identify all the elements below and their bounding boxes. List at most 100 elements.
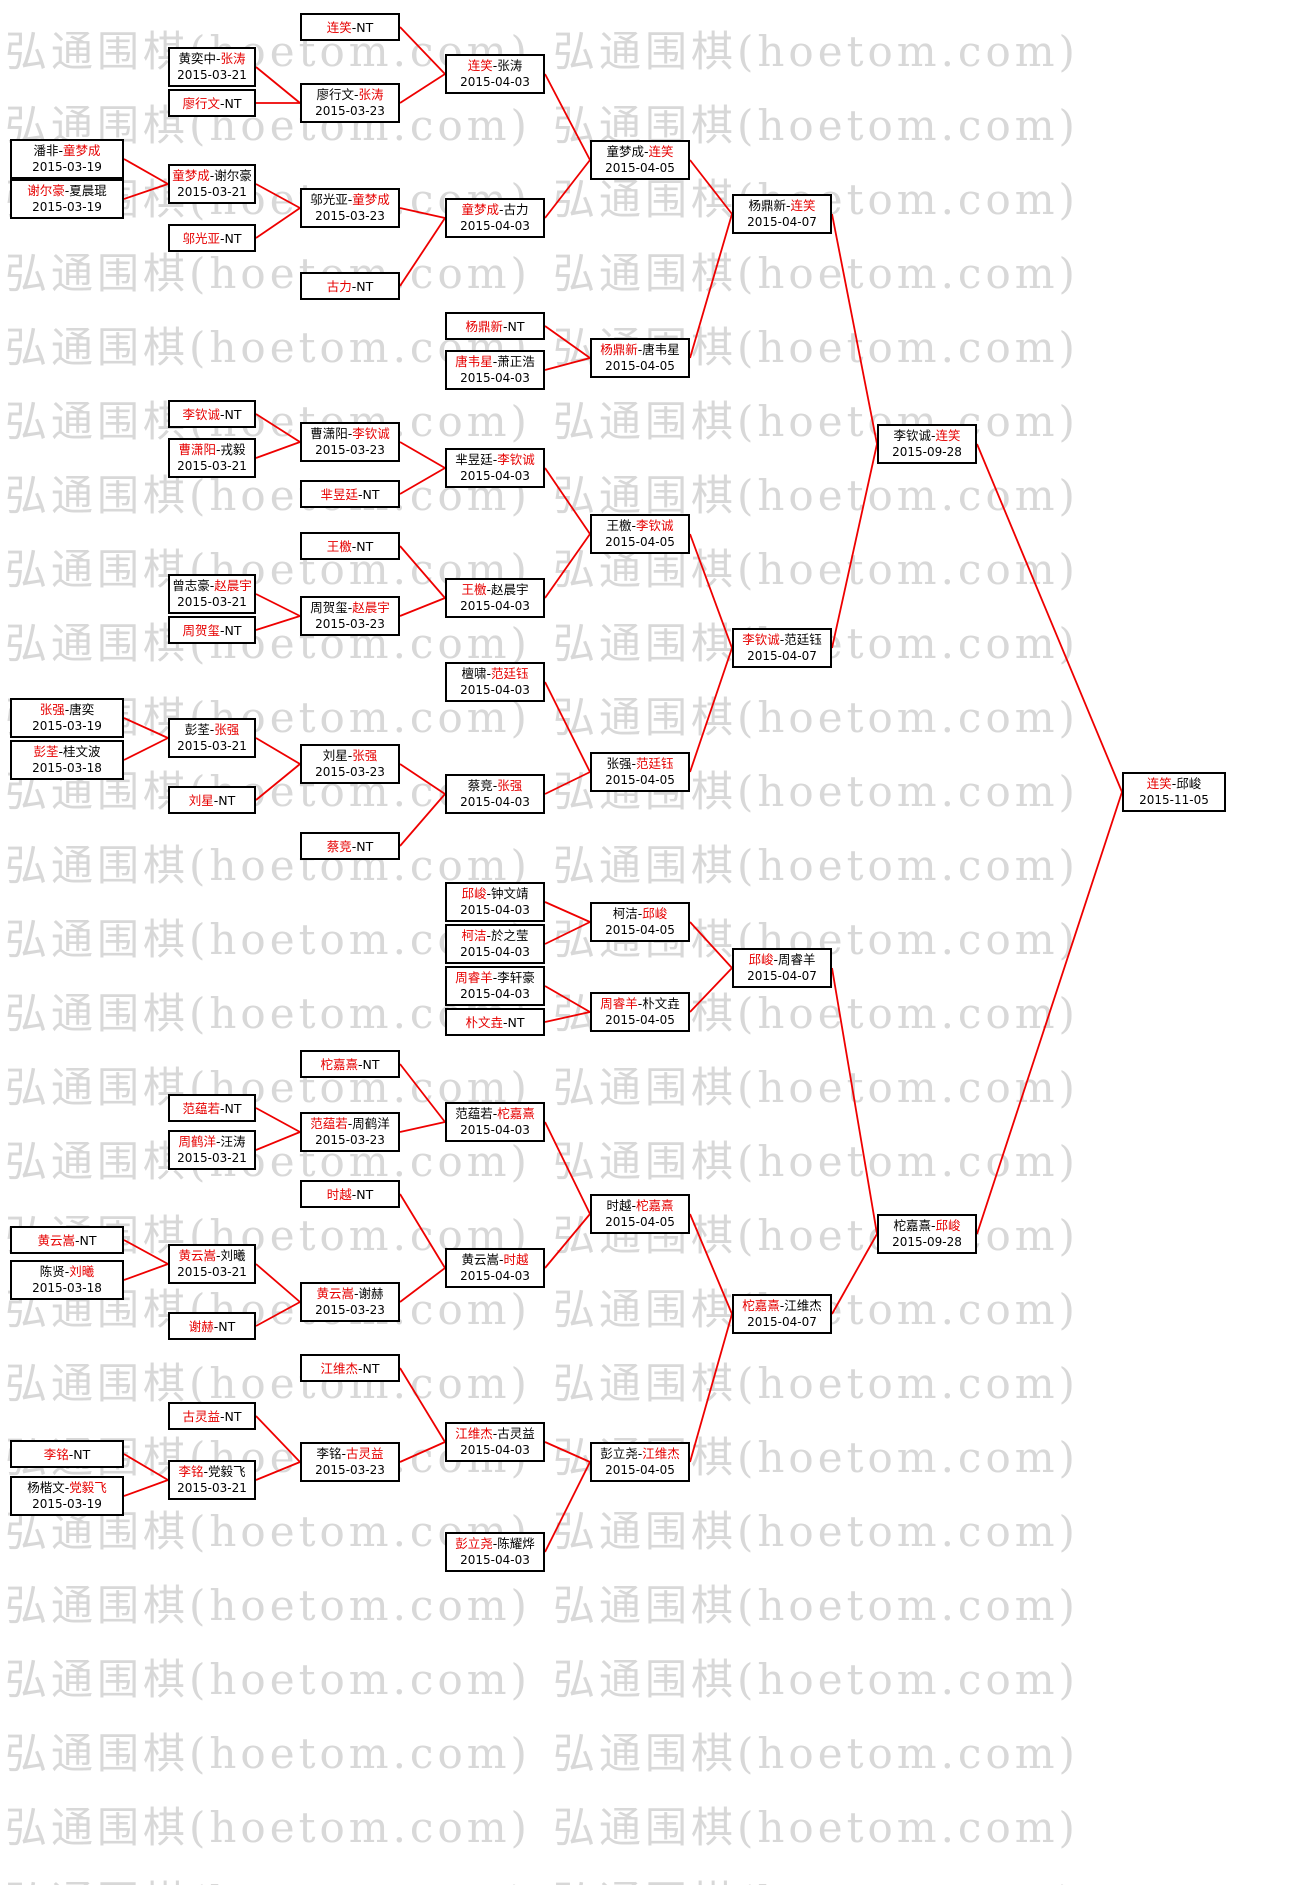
bracket-connector xyxy=(544,1441,591,1463)
match-players: 蔡竞-NT xyxy=(326,838,374,854)
bracket-connector xyxy=(831,1233,878,1315)
player-name: 李钦诚 xyxy=(893,428,931,443)
bye-label: NT xyxy=(224,622,242,638)
player-name: 刘曦 xyxy=(69,1264,95,1279)
player-name: 汪涛 xyxy=(220,1134,246,1149)
player-name: 江维杰 xyxy=(455,1426,493,1441)
bracket-connector xyxy=(689,159,733,215)
player-name: 李钦诚 xyxy=(636,518,674,533)
match-players: 杨鼎新-NT xyxy=(465,318,525,334)
bracket-connector xyxy=(255,615,301,631)
match-box: 李钦诚-NT xyxy=(168,400,256,428)
bracket-connector xyxy=(255,1301,301,1327)
player-name: 江维杰 xyxy=(642,1446,680,1461)
match-box: 连笑-NT xyxy=(300,13,400,41)
bracket-connector xyxy=(255,1461,301,1481)
match-date: 2015-04-05 xyxy=(605,1463,675,1477)
match-date: 2015-03-21 xyxy=(177,68,247,82)
player-name: 唐奕 xyxy=(69,702,95,717)
match-players: 邱峻-周睿羊 xyxy=(748,952,816,967)
bye-label: NT xyxy=(224,230,242,246)
player-name: 萧正浩 xyxy=(497,354,535,369)
match-date: 2015-03-21 xyxy=(177,1481,247,1495)
match-date: 2015-03-21 xyxy=(177,739,247,753)
match-players: 江维杰-古灵益 xyxy=(455,1426,535,1441)
bracket-connector xyxy=(544,533,591,599)
player-name: 范蕴若 xyxy=(455,1106,493,1121)
player-name: 王檄 xyxy=(461,582,487,597)
match-players: 黄云嵩-刘曦 xyxy=(178,1248,246,1263)
player-name: 邱峻 xyxy=(935,1218,961,1233)
player-name: 钟文靖 xyxy=(491,886,529,901)
match-date: 2015-04-03 xyxy=(460,903,530,917)
match-players: 李钦诚-NT xyxy=(182,406,242,422)
match-players: 江维杰-NT xyxy=(320,1360,380,1376)
bye-label: NT xyxy=(224,1100,242,1116)
player-name: 李钦诚 xyxy=(352,426,390,441)
player-name: 童梦成 xyxy=(63,143,101,158)
bracket-connector xyxy=(399,73,446,104)
player-name: 时越 xyxy=(503,1252,529,1267)
player-name: 唐韦星 xyxy=(455,354,493,369)
match-date: 2015-04-05 xyxy=(605,359,675,373)
bye-label: NT xyxy=(224,406,242,422)
match-players: 朴文垚-NT xyxy=(465,1014,525,1030)
match-date: 2015-04-03 xyxy=(460,795,530,809)
bracket-connector xyxy=(399,1193,446,1269)
player-name: 邱峻 xyxy=(1176,776,1202,791)
match-box: 刘星-NT xyxy=(168,786,256,814)
match-players: 廖行文-NT xyxy=(182,95,242,111)
player-name: 时越 xyxy=(326,1186,352,1202)
match-players: 蔡竞-张强 xyxy=(467,778,523,793)
player-name: 党毅飞 xyxy=(69,1480,107,1495)
player-name: 柁嘉熹 xyxy=(497,1106,535,1121)
match-players: 李钦诚-范廷钰 xyxy=(742,632,822,647)
bracket-connector xyxy=(399,793,446,847)
player-name: 范廷钰 xyxy=(636,756,674,771)
bracket-connector xyxy=(399,1441,446,1463)
match-players: 芈昱廷-NT xyxy=(320,486,380,502)
player-name: 黄云嵩 xyxy=(461,1252,499,1267)
match-players: 黄云嵩-谢赫 xyxy=(316,1286,384,1301)
bye-label: NT xyxy=(356,278,374,294)
match-box: 江维杰-NT xyxy=(300,1354,400,1382)
match-date: 2015-04-03 xyxy=(460,219,530,233)
bracket-connector xyxy=(544,1213,591,1269)
match-date: 2015-09-28 xyxy=(892,445,962,459)
match-date: 2015-04-05 xyxy=(605,161,675,175)
match-date: 2015-04-03 xyxy=(460,1443,530,1457)
player-name: 童梦成 xyxy=(606,144,644,159)
bracket-connector xyxy=(544,467,591,535)
player-name: 邱峻 xyxy=(748,952,774,967)
bracket-connector xyxy=(123,183,169,200)
bracket-connector xyxy=(399,597,446,617)
match-players: 童梦成-古力 xyxy=(461,202,529,217)
match-players: 邬光亚-童梦成 xyxy=(310,192,390,207)
bracket-connector xyxy=(544,357,591,371)
match-players: 周睿羊-李轩豪 xyxy=(455,970,535,985)
bye-label: NT xyxy=(224,1408,242,1424)
bye-label: NT xyxy=(79,1232,97,1248)
player-name: 於之莹 xyxy=(491,928,529,943)
bracket-connector xyxy=(544,771,591,795)
match-date: 2015-03-21 xyxy=(177,1151,247,1165)
bracket-connector xyxy=(255,413,301,443)
bracket-connector xyxy=(399,441,446,469)
player-name: 杨鼎新 xyxy=(600,342,638,357)
player-name: 张强 xyxy=(606,756,632,771)
match-box: 廖行文-NT xyxy=(168,89,256,117)
player-name: 王檄 xyxy=(606,518,632,533)
match-players: 杨鼎新-唐韦星 xyxy=(600,342,680,357)
player-name: 童梦成 xyxy=(461,202,499,217)
match-players: 周睿羊-朴文垚 xyxy=(600,996,680,1011)
match-players: 时越-柁嘉熹 xyxy=(606,1198,674,1213)
